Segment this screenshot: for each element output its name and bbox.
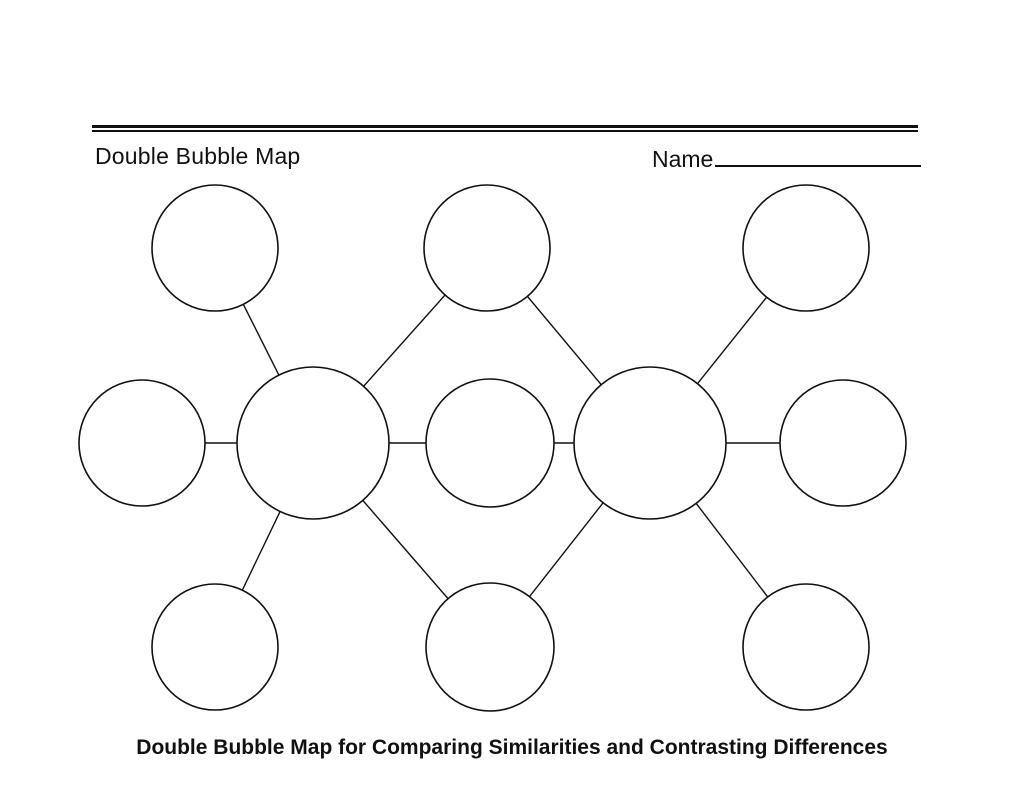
name-area: Name (652, 143, 922, 172)
bubble-hub-right[interactable] (573, 366, 727, 520)
caption: Double Bubble Map for Comparing Similari… (136, 736, 888, 759)
bubble-hub-left[interactable] (236, 366, 390, 520)
bubble-bottom-left[interactable] (151, 583, 279, 711)
bubble-top-left[interactable] (151, 184, 279, 312)
bubble-right[interactable] (779, 379, 907, 507)
bubble-bottom-middle[interactable] (425, 582, 555, 712)
header-double-rule (92, 125, 918, 132)
bubble-middle[interactable] (425, 378, 555, 508)
name-label: Name (652, 146, 714, 172)
bubble-top-middle[interactable] (423, 184, 551, 312)
page-title: Double Bubble Map (95, 143, 301, 169)
bubble-left[interactable] (78, 379, 206, 507)
bubble-bottom-right[interactable] (742, 583, 870, 711)
name-blank-line[interactable] (715, 143, 922, 167)
bubble-top-right[interactable] (742, 184, 870, 312)
